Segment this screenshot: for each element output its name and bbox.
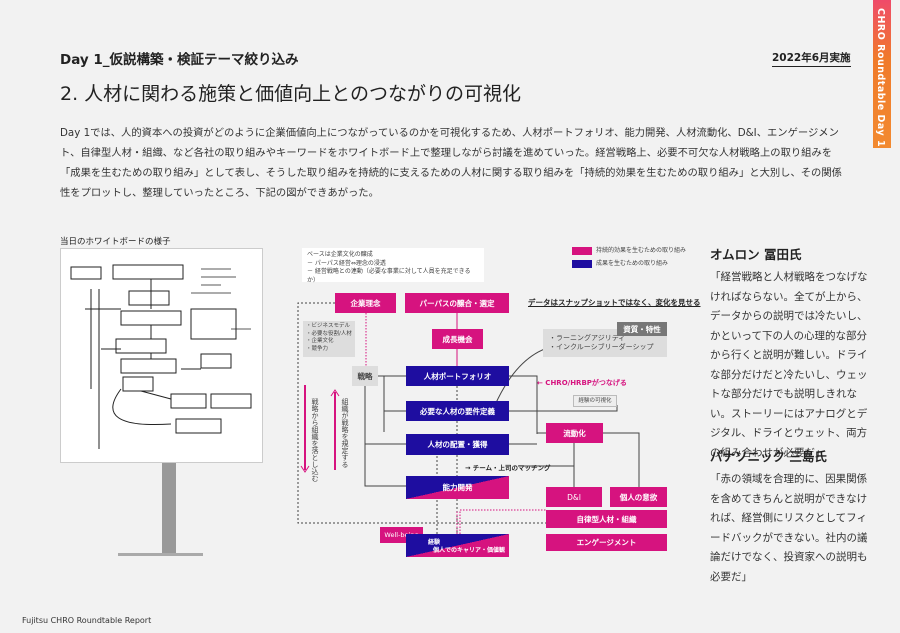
section-heading: Day 1_仮説構築・検証テーマ絞り込み [60, 52, 299, 68]
bubble-line: ・ビジネスモデル [306, 323, 351, 329]
box-autonomous: 自律型人材・組織 [546, 510, 667, 528]
whiteboard-caption: 当日のホワイトボードの様子 [60, 237, 171, 247]
trait-item: ・インクルーシブリーダーシップ [549, 342, 654, 351]
box-experience-career: 経験 個人でのキャリア・価値観 [406, 534, 509, 557]
quote-text: 「赤の領域を合理的に、因果関係を含めてきちんと説明ができなければ、経営側にリスク… [710, 473, 868, 583]
box-portfolio: 人材ポートフォリオ [406, 366, 509, 386]
trait-item: ・ラーニングアジリティ [549, 334, 626, 342]
whiteboard-stand-base [118, 553, 203, 556]
experience-label: 経験 [428, 539, 441, 546]
intro-paragraph: Day 1では、人的資本への投資がどのように企業価値向上につながっているのかを可… [60, 127, 842, 199]
box-dni: D&I [546, 487, 602, 507]
legend-label: 成果を生むための取り組み [596, 259, 669, 267]
chro-note: ← CHRO/HRBPがつなげる [537, 379, 627, 387]
bubble-line: ・企業文化 [306, 338, 334, 344]
box-engagement: エンゲージメント [546, 534, 667, 551]
box-growth: 成長機会 [432, 329, 483, 349]
box-motivation: 個人の意欲 [610, 487, 667, 507]
bubble-line: ・必要な役割/人材 [306, 330, 352, 337]
date-label: 2022年6月実施 [772, 50, 851, 67]
note-line: － 経営戦略との連動（必要な事業に対して人員を充足できるか） [307, 268, 471, 284]
side-tab: CHRO Roundtable Day 1 [873, 0, 891, 148]
strategy-bubble: ・ビジネスモデル・必要な役割/人材・企業文化・競争力 [303, 321, 355, 357]
legend-label: 持続的効果を生むための取り組み [596, 247, 687, 254]
whiteboard-photo [60, 248, 263, 463]
quote-speaker: パナソニック 三島氏 [710, 449, 827, 464]
note-line: ベースは企業文化の醸成 [307, 251, 373, 258]
career-label: 個人でのキャリア・価値観 [432, 547, 505, 554]
footer: Fujitsu CHRO Roundtable Report [22, 616, 152, 625]
matching-note: → チーム・上司のマッチング [465, 464, 551, 472]
snapshot-note: データはスナップショットではなく、変化を見せる [528, 298, 701, 307]
experience-visual-bubble: 経験の可視化 [573, 395, 617, 407]
legend-item: 成果を生むための取り組み [572, 260, 686, 269]
traits-title: 資質・特性 [617, 322, 667, 336]
box-philosophy: 企業理念 [335, 293, 396, 313]
quote-text: 「経営戦略と人材戦略をつなげなければならない。全てが上から、データからの説明では… [710, 271, 868, 459]
bubble-line: ・競争力 [306, 345, 329, 352]
box-purpose: パーパスの醸合・選定 [405, 293, 509, 313]
legend-swatch [572, 259, 592, 268]
box-development: 能力開発 [406, 476, 509, 499]
down-label: 戦略から組織を落とし込む [311, 398, 319, 482]
side-tab-label: CHRO Roundtable Day 1 [875, 8, 886, 148]
note-line: － パーパス経営⇔理念の浸透 [307, 259, 386, 267]
box-placement: 人材の配置・獲得 [406, 434, 509, 455]
page-title: 2. 人材に関わる施策と価値向上とのつながりの可視化 [60, 83, 521, 105]
up-label: 組織が戦略を規定する [341, 398, 349, 468]
box-mobility: 流動化 [546, 423, 603, 443]
quote-speaker: オムロン 冨田氏 [710, 247, 802, 262]
legend-swatch [572, 247, 592, 256]
legend: 持続的効果を生むための取り組み 成果を生むための取り組み [572, 247, 686, 268]
whiteboard-stand [162, 463, 176, 555]
culture-note: ベースは企業文化の醸成 － パーパス経営⇔理念の浸透 － 経営戦略との連動（必要… [302, 248, 484, 284]
box-requirements: 必要な人材の要件定義 [406, 401, 509, 421]
box-strategy: 戦略 [352, 366, 378, 386]
legend-item: 持続的効果を生むための取り組み [572, 247, 686, 256]
